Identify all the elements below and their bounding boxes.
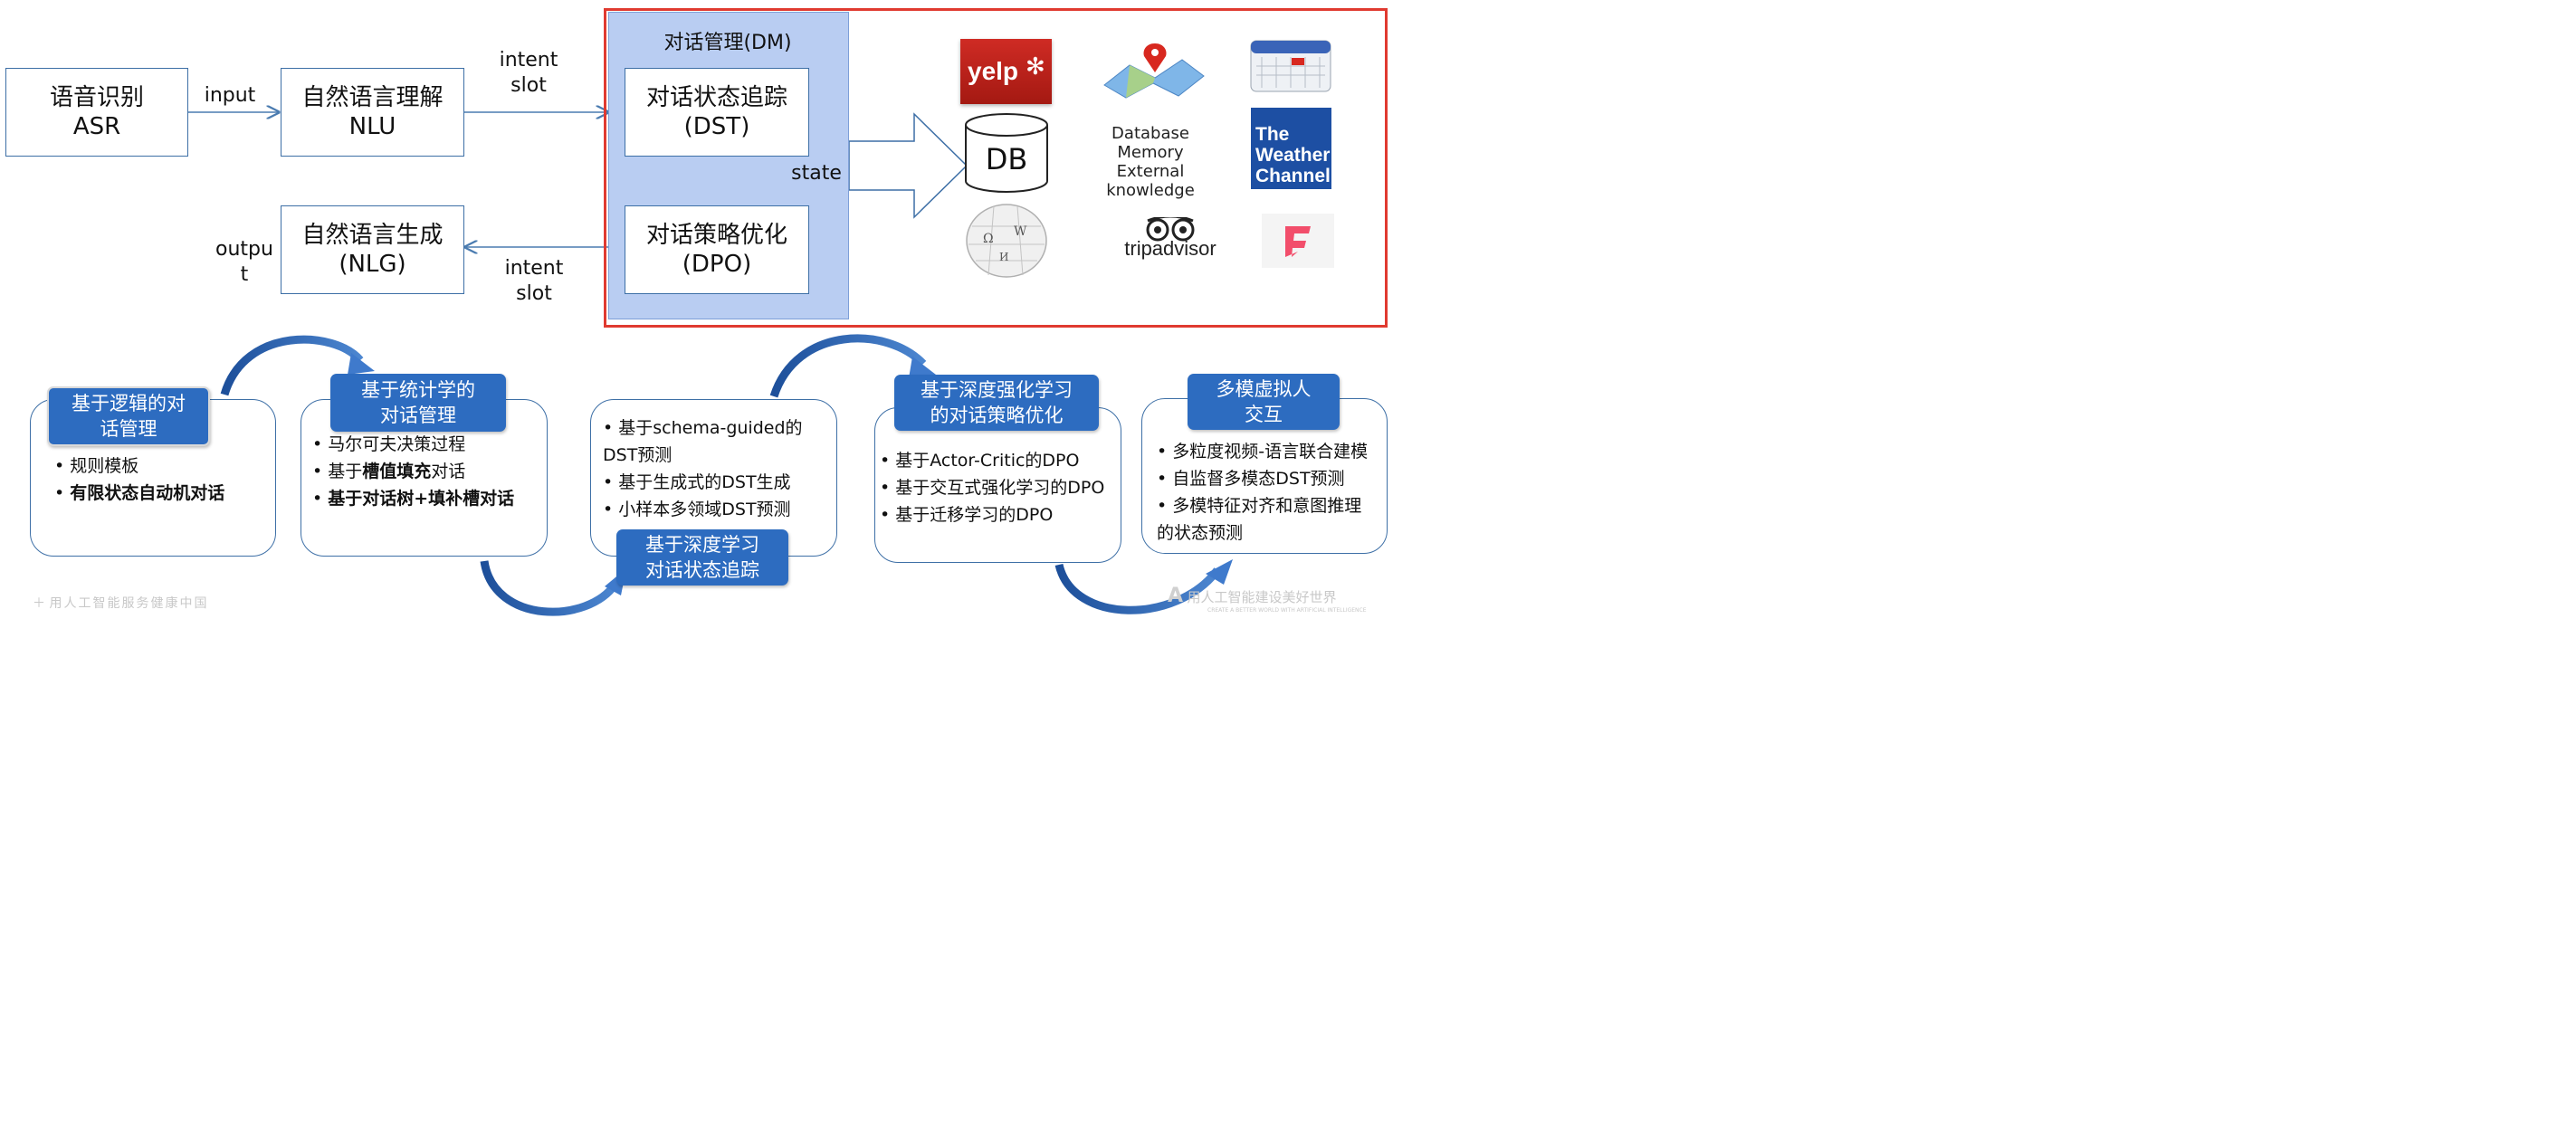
- nlg-title: 自然语言生成: [301, 222, 444, 249]
- db-label: DB: [985, 142, 1028, 176]
- asr-abbr: ASR: [72, 113, 121, 140]
- dpo-title: 对话策略优化: [645, 222, 787, 249]
- yelp-wordmark: yelp: [968, 57, 1019, 85]
- curve-arrow-3: [769, 334, 927, 398]
- stage-bullets-4: • 基于Actor-Critic的DPO • 基于交互式强化学习的DPO • 基…: [880, 451, 1105, 525]
- map-pin-icon: [1103, 43, 1205, 99]
- calendar-icon: [1250, 40, 1331, 92]
- flow-arrows: [187, 0, 1233, 616]
- state-label: state: [791, 162, 842, 185]
- svg-text:W: W: [1014, 224, 1027, 239]
- wikipedia-globe-icon: Ω W И: [966, 204, 1047, 278]
- curve-arrow-1: [220, 335, 364, 396]
- foursquare-logo: [1262, 214, 1334, 268]
- tripadvisor-owl-icon: [1146, 217, 1195, 242]
- tripadvisor-wordmark: tripadvisor: [1124, 237, 1216, 260]
- svg-text:И: И: [999, 251, 1008, 263]
- foursquare-f-icon: [1285, 226, 1311, 257]
- asr-box: 语音识别 ASR: [5, 68, 188, 157]
- svg-text:Ω: Ω: [983, 232, 994, 246]
- stage-bullets-3: • 基于schema-guided的 DST预测 • 基于生成式的DST生成 •…: [603, 418, 803, 519]
- stage-bullets-2: • 马尔可夫决策过程 • 基于槽值填充对话 • 基于对话树+填补槽对话: [312, 434, 515, 509]
- stage-title-5: 多模虚拟人 交互: [1188, 374, 1340, 430]
- nlg-box: 自然语言生成 (NLG): [281, 205, 464, 294]
- stage-bullets-1: • 规则模板 • 有限状态自动机对话: [54, 456, 225, 503]
- footer-left-watermark: ＋ 用人工智能服务健康中国: [33, 596, 209, 611]
- stage-title-4: 基于深度强化学习 的对话策略优化: [894, 375, 1099, 431]
- knowledge-caption: Database Memory External knowledge: [1106, 124, 1195, 200]
- yelp-burst-icon: ✻: [1026, 53, 1045, 81]
- footer-right-watermark: A 用人工智能建设美好世界 CREATE A BETTER WORLD WITH…: [1168, 585, 1367, 614]
- dpo-box: 对话策略优化 (DPO): [625, 205, 809, 294]
- ai-logo-icon: A: [1168, 585, 1184, 607]
- nlu-box: 自然语言理解 NLU: [281, 68, 464, 157]
- dst-title: 对话状态追踪: [645, 84, 787, 111]
- nlg-abbr: (NLG): [339, 251, 406, 278]
- dst-box: 对话状态追踪 (DST): [625, 68, 809, 157]
- stage-bullets-5: • 多粒度视频-语言联合建模 • 自监督多模态DST预测 • 多模特征对齐和意图…: [1157, 442, 1369, 543]
- stage-card-4: [874, 407, 1121, 563]
- curve-arrow-4: [1054, 563, 1221, 614]
- stage-title-2: 基于统计学的 对话管理: [330, 374, 506, 432]
- plus-icon: ＋: [33, 596, 45, 611]
- intent-slot-top-label: intent slot: [499, 49, 558, 97]
- nlu-abbr: NLU: [348, 113, 396, 140]
- yelp-logo: yelp ✻: [960, 39, 1052, 104]
- dm-to-knowledge-arrow: [848, 112, 968, 219]
- stage-title-1: 基于逻辑的对 话管理: [47, 386, 210, 446]
- database-icon: [965, 113, 1048, 193]
- nlu-title: 自然语言理解: [301, 84, 444, 111]
- dm-knowledge-frame: [604, 8, 1388, 328]
- input-label: input: [204, 84, 256, 107]
- dpo-abbr: (DPO): [682, 251, 752, 278]
- dm-title: 对话管理(DM): [663, 32, 792, 54]
- output-label: outpu t: [215, 238, 273, 286]
- dst-abbr: (DST): [683, 113, 750, 140]
- intent-slot-bottom-label: intent slot: [504, 257, 564, 305]
- asr-title: 语音识别: [49, 84, 144, 111]
- weather-channel-logo: The Weather Channel: [1251, 108, 1331, 189]
- curve-arrow-2: [480, 560, 619, 616]
- stage-title-3: 基于深度学习 对话状态追踪: [616, 529, 788, 586]
